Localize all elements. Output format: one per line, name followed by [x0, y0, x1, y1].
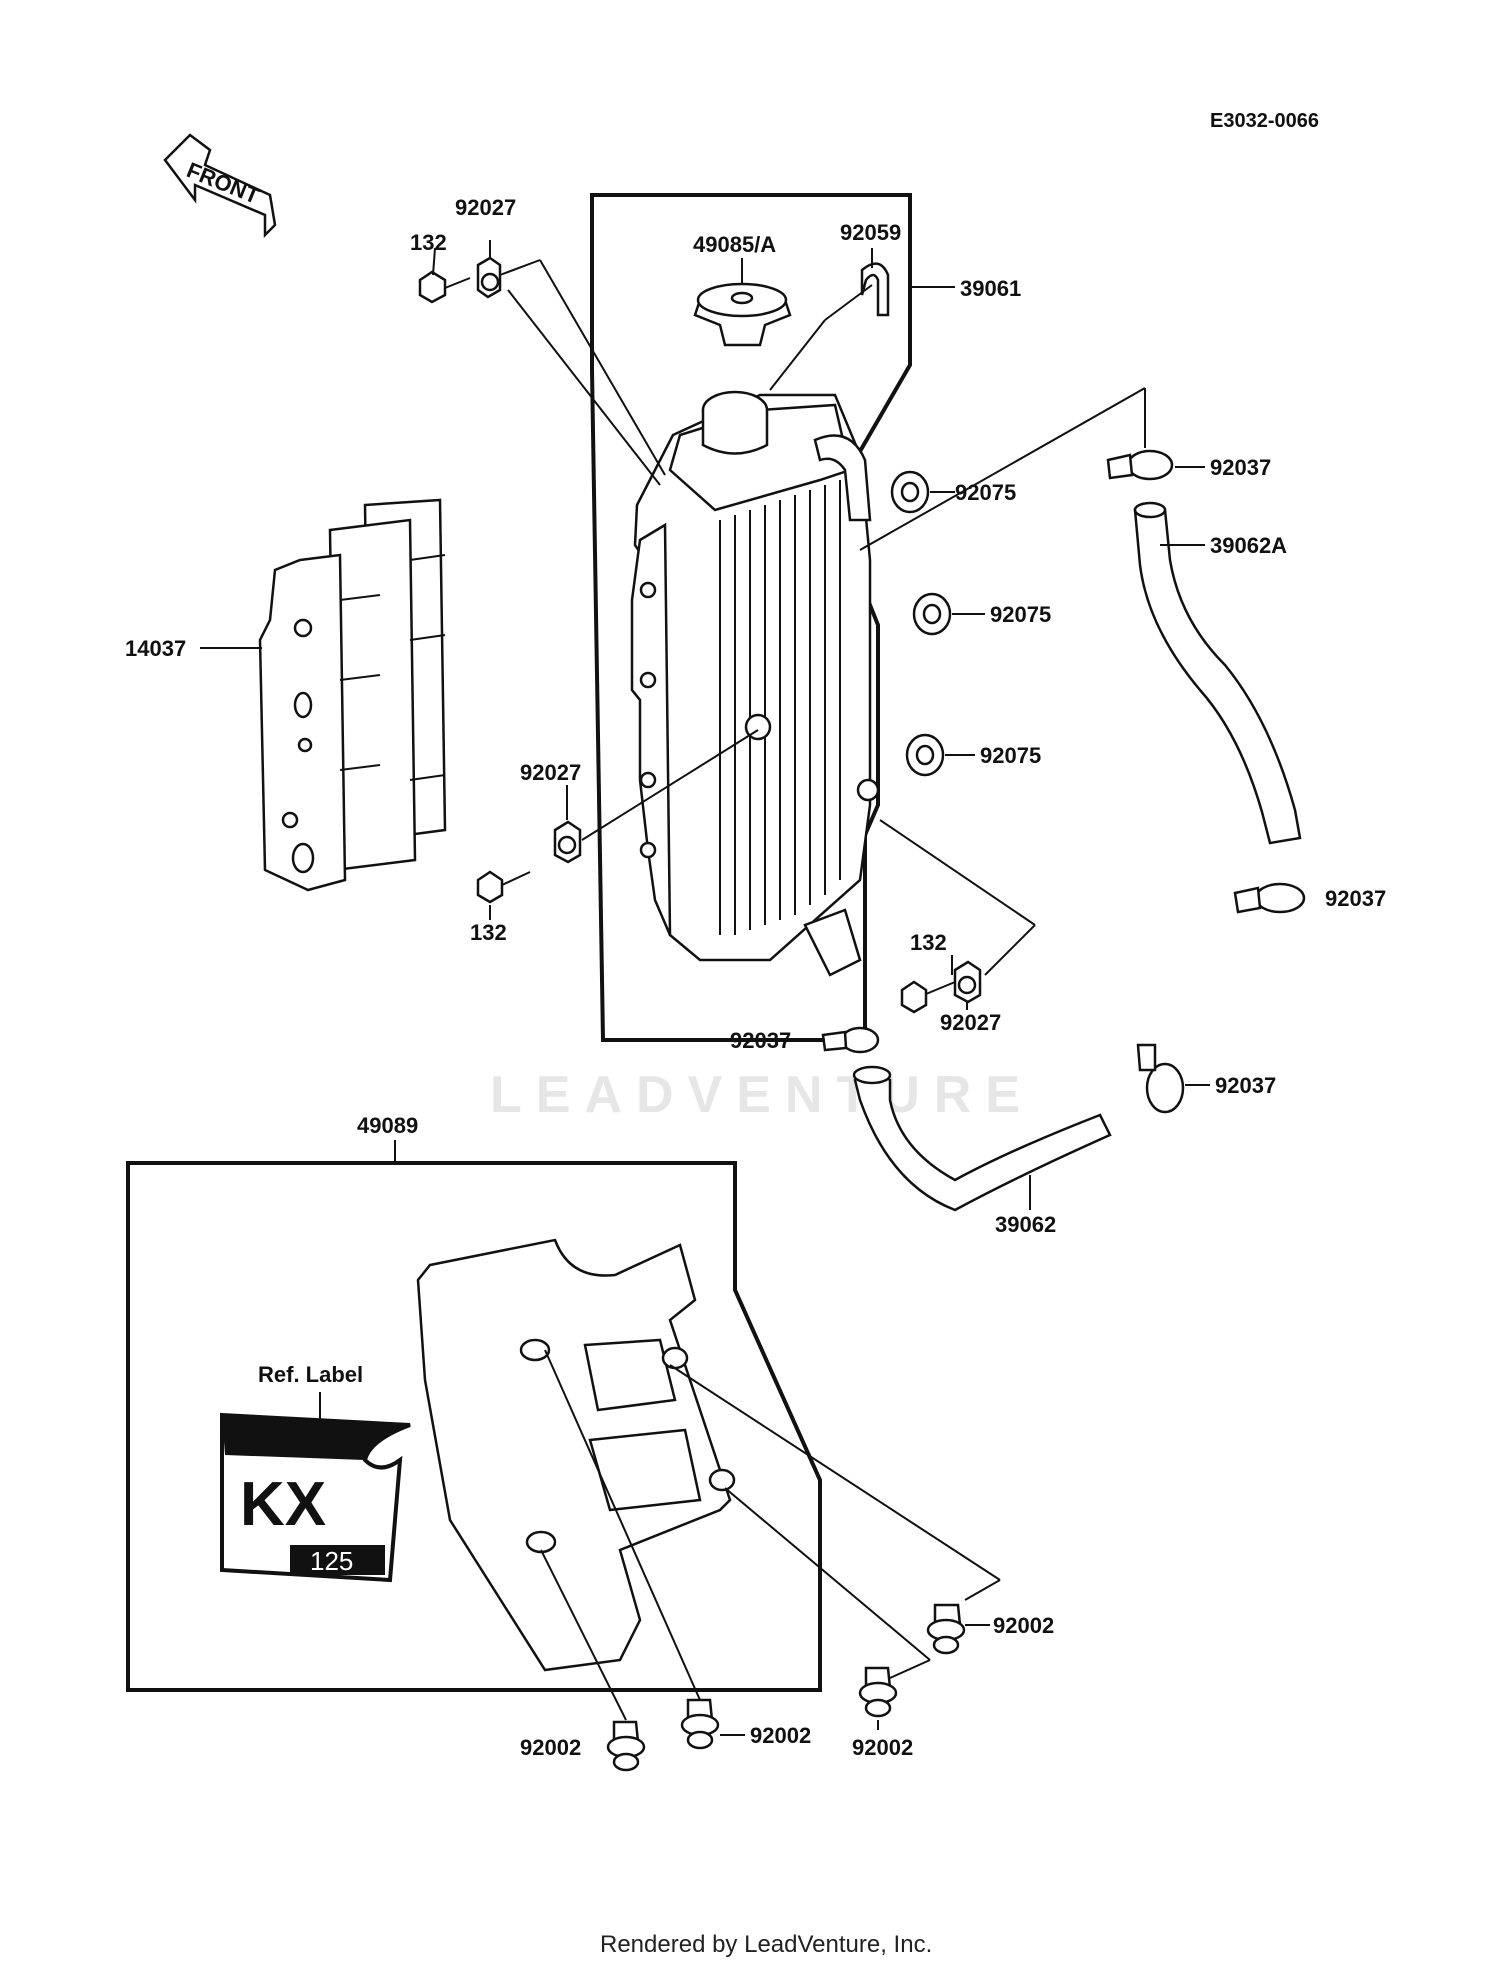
bolt-92002-a: [926, 1603, 966, 1655]
bolt-132-top: [418, 270, 471, 304]
callout-39062: 39062: [995, 1212, 1056, 1237]
watermark: LEADVENTURE: [490, 1066, 1034, 1124]
grommet-92075-b: [912, 592, 952, 636]
callout-92037-d: 92037: [1215, 1073, 1276, 1098]
callout-92059: 92059: [840, 220, 901, 245]
kx-125-decal: KX 125: [220, 1412, 411, 1583]
callout-92002-c: 92002: [750, 1723, 811, 1748]
callout-14037: 14037: [125, 636, 186, 661]
callout-92027-top: 92027: [455, 195, 516, 220]
bolt-92002-b: [680, 1698, 720, 1750]
diagram-code: E3032-0066: [1210, 110, 1319, 132]
callout-92002-a: 92002: [993, 1613, 1054, 1638]
callout-92027-right: 92027: [940, 1010, 1001, 1035]
bolt-92002-d: [858, 1666, 898, 1718]
callout-92075-b: 92075: [990, 602, 1051, 627]
callout-92075-c: 92075: [980, 743, 1041, 768]
callout-132-right: 132: [910, 930, 947, 955]
bolt-92027-right: [953, 960, 982, 1004]
bolt-132-mid: [476, 870, 531, 904]
hose-39062: [852, 1065, 1112, 1212]
hose-39062A: [1133, 501, 1302, 845]
callout-92037-c: 92037: [730, 1028, 791, 1053]
bolt-92002-c: [606, 1720, 646, 1772]
callout-49085: 49085/A: [693, 232, 776, 257]
radiator-body: [630, 390, 880, 977]
callout-92027-mid: 92027: [520, 760, 581, 785]
callout-92002-d: 92002: [852, 1735, 913, 1760]
radiator-shroud: [258, 498, 447, 892]
footer-credit: Rendered by LeadVenture, Inc.: [600, 1931, 932, 1958]
shroud-group-outline: [126, 1161, 822, 1692]
callout-92002-b: 92002: [520, 1735, 581, 1760]
grommet-92075-c: [905, 733, 945, 777]
radiator-group-outline: [590, 193, 912, 1042]
ref-label: Ref. Label: [258, 1362, 363, 1387]
clamp-92037-c: [821, 1026, 880, 1054]
bolt-132-right: [900, 980, 956, 1014]
decal-model-text: KX: [240, 1470, 326, 1539]
callout-39061: 39061: [960, 276, 1021, 301]
callout-132-mid: 132: [470, 920, 507, 945]
decal-displacement-text: 125: [310, 1546, 353, 1576]
grommet-92075-a: [890, 470, 930, 514]
leader-lines: [200, 240, 1210, 1736]
overflow-tube: [860, 262, 890, 317]
callout-92037-b: 92037: [1325, 886, 1386, 911]
clamp-92037-d: [1136, 1043, 1185, 1114]
callout-39062A: 39062A: [1210, 533, 1287, 558]
radiator-cap: [693, 282, 792, 347]
bolt-92027-top: [476, 256, 502, 299]
side-shroud-panel: [416, 1238, 736, 1672]
clamp-92037-b: [1233, 882, 1306, 914]
front-arrow-icon: FRONT: [163, 133, 277, 239]
callout-49089: 49089: [357, 1113, 418, 1138]
clamp-92037-a: [1106, 449, 1174, 481]
bolt-92027-mid: [553, 820, 582, 864]
callout-92075-a: 92075: [955, 480, 1016, 505]
callout-132-top: 132: [410, 230, 447, 255]
callout-92037-a: 92037: [1210, 455, 1271, 480]
